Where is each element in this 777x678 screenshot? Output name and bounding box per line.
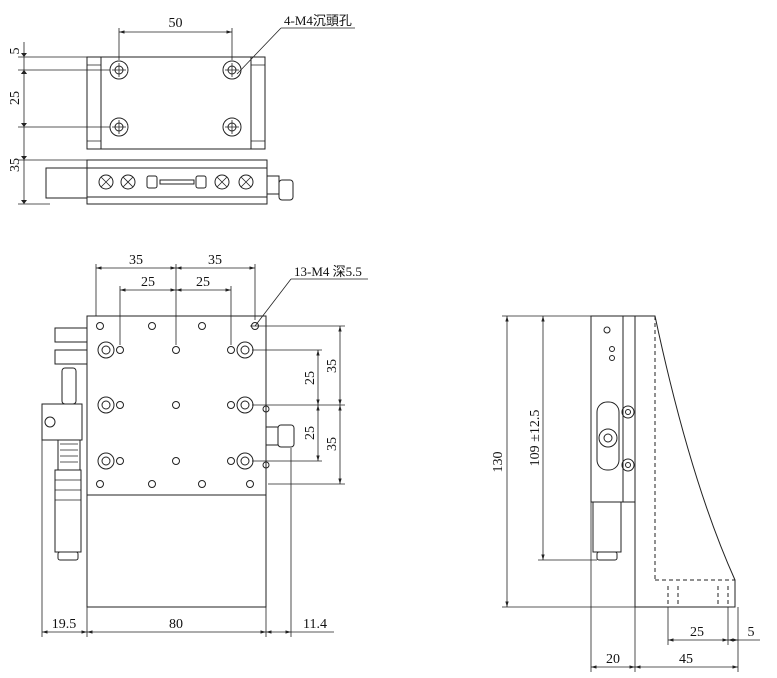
lock-knob xyxy=(278,179,294,201)
dim-right-inner-upper: 25 xyxy=(303,371,318,385)
side-micrometer xyxy=(592,501,622,553)
dim-thickness: 20 xyxy=(606,652,620,667)
dim-top-width: 50 xyxy=(169,16,183,31)
micrometer-side xyxy=(45,167,88,199)
dim-bracket-depth: 45 xyxy=(679,652,693,667)
callout-tapped-holes: 13-M4 深5.5 xyxy=(294,264,362,279)
dim-front-inner-right: 25 xyxy=(196,275,210,290)
callout-counterbore: 4-M4沉頭孔 xyxy=(284,13,352,28)
dim-right-inner-lower: 25 xyxy=(303,426,318,440)
dim-top-base-height: 35 xyxy=(8,158,23,172)
micrometer xyxy=(41,327,88,561)
dim-front-outer-right: 35 xyxy=(208,253,222,268)
side-bracket xyxy=(634,315,736,608)
dim-right-outer-upper: 35 xyxy=(325,359,340,373)
dim-bottom-edge: 5 xyxy=(748,625,755,640)
screws xyxy=(98,174,254,190)
dim-micrometer-width: 19.5 xyxy=(52,617,77,632)
front-view: 35 35 25 25 35 25 35 25 19.5 80 11.4 13-… xyxy=(41,253,368,637)
front-holes xyxy=(96,322,270,488)
dim-knob-width: 11.4 xyxy=(303,617,327,632)
front-bracket xyxy=(86,494,267,608)
dim-front-outer-left: 35 xyxy=(129,253,143,268)
dim-base-width: 80 xyxy=(169,617,183,632)
dim-travel: 109 ±12.5 xyxy=(528,410,543,467)
counterbore-holes xyxy=(109,60,242,137)
dim-top-hole-pitch: 25 xyxy=(8,91,23,105)
dim-front-inner-left: 25 xyxy=(141,275,155,290)
side-view: 130 109 ±12.5 25 5 20 45 xyxy=(491,315,760,672)
dim-bottom-inner: 25 xyxy=(690,625,704,640)
top-view: 50 5 25 35 4-M4沉頭孔 xyxy=(8,13,355,205)
dim-right-outer-lower: 35 xyxy=(325,437,340,451)
dim-total-height: 130 xyxy=(491,452,506,473)
dim-top-offset: 5 xyxy=(8,48,23,55)
